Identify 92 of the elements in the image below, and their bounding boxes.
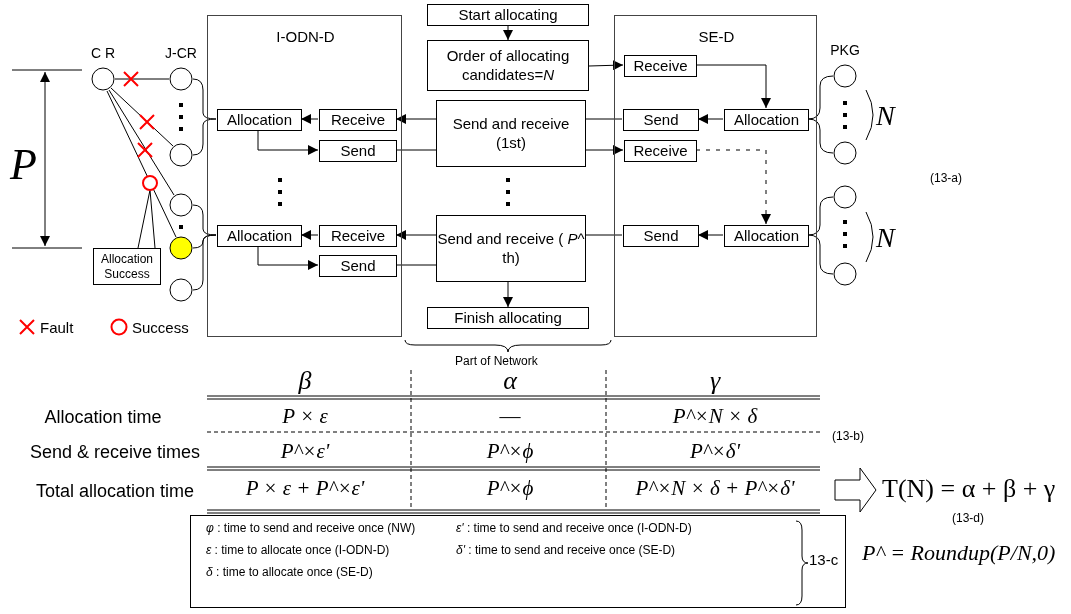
bracket-label: N [876, 222, 895, 255]
node-heading: J-CR [165, 45, 197, 62]
brace-connector [192, 234, 217, 291]
brace-connector [807, 234, 834, 275]
definition-text: ε' : time to send and receive once (I-ODN-D) [456, 522, 692, 536]
formula-value: P^×ε' [280, 439, 330, 464]
formula-value: P^×N × δ [672, 404, 758, 429]
node-circle [169, 278, 193, 302]
node-circle [169, 236, 193, 260]
process-box: Receive [319, 109, 397, 131]
arrow [503, 25, 513, 41]
panel-title: I-ODN-D [276, 28, 335, 46]
formula-value: P^×δ' [689, 439, 741, 464]
connector-line [395, 264, 437, 266]
row-label: Allocation time [44, 407, 162, 428]
arrow [300, 230, 319, 240]
callout-box: Allocation Success [93, 248, 161, 285]
node-heading: C R [90, 45, 116, 62]
row-label: Total allocation time [35, 481, 195, 502]
connector-line [106, 90, 177, 238]
arrow [395, 114, 437, 124]
equation-number: (13-a) [930, 172, 962, 186]
column-header: α [503, 366, 517, 396]
connector-line [114, 78, 170, 80]
arrow [588, 60, 624, 71]
connector-line [585, 118, 623, 120]
process-box: Receive [624, 55, 697, 77]
brace-connector [807, 118, 834, 154]
definition-text: δ' : time to send and receive once (SE-D) [456, 544, 676, 558]
device-panel [614, 15, 817, 337]
process-box: Allocation [724, 225, 809, 247]
arrow [257, 129, 319, 155]
formula: P^ = Roundup(P/N,0) [862, 540, 1056, 566]
equation-number: (13-d) [952, 512, 984, 526]
legend-label: Fault [40, 319, 74, 337]
brace-connector [192, 118, 217, 156]
row-label: Send & receive times [29, 442, 201, 463]
arrow [300, 114, 319, 124]
equation-number: (13-b) [832, 430, 864, 444]
bracket-label: N [876, 100, 895, 133]
panel-title: SE-D [698, 28, 735, 46]
arrow [697, 230, 724, 240]
node-circle [833, 262, 857, 286]
success-mark [142, 175, 158, 191]
arrow [585, 145, 624, 155]
arrow [695, 64, 771, 109]
formula: T(N) = α + β + γ [882, 474, 1056, 504]
arrow [695, 149, 771, 225]
process-box: Start allocating [427, 4, 589, 26]
process-box: Finish allocating [427, 307, 589, 329]
legend-label: Success [132, 319, 189, 337]
connector-line [108, 89, 175, 196]
column-header: β [298, 366, 312, 396]
process-box: Send and receive ( P^ th) [436, 215, 586, 282]
column-header: γ [709, 366, 721, 396]
arrow [395, 230, 437, 240]
process-box: Send [623, 109, 699, 131]
process-box: Send [319, 140, 397, 162]
definitions-box [190, 515, 846, 608]
definition-text: φ : time to send and receive once (NW) [206, 522, 416, 536]
process-box: Receive [319, 225, 397, 247]
node-heading: PKG [830, 42, 860, 59]
connector-line [395, 149, 437, 151]
node-circle [169, 143, 193, 167]
formula-value: P^×ϕ [486, 476, 534, 501]
leader-line [137, 189, 156, 249]
formula-value: P^×ϕ [486, 439, 534, 464]
formula-value: — [499, 404, 521, 429]
arrow [697, 114, 724, 124]
arrow [503, 281, 513, 308]
equation-number: 13-c [809, 551, 839, 569]
formula-value: P × ε [282, 404, 328, 429]
process-box: Order of allocating candidates=N [427, 40, 589, 91]
formula-value: P × ε + P^×ε' [245, 476, 365, 501]
node-circle [833, 185, 857, 209]
connector-line [585, 234, 623, 236]
process-box: Allocation [724, 109, 809, 131]
process-box: Send [623, 225, 699, 247]
device-panel [207, 15, 402, 337]
definition-text: ε : time to allocate once (I-ODN-D) [206, 544, 390, 558]
formula-value: P^×N × δ + P^×δ' [635, 476, 795, 501]
process-box: Send and receive (1st) [436, 100, 586, 167]
node-circle [833, 141, 857, 165]
node-circle [169, 193, 193, 217]
arrow [257, 245, 319, 270]
definition-text: δ : time to allocate once (SE-D) [206, 566, 373, 580]
process-box: Allocation [217, 225, 302, 247]
process-box: Allocation [217, 109, 302, 131]
process-box: Send [319, 255, 397, 277]
dimension-label: P [10, 140, 37, 191]
brace-label: Part of Network [455, 355, 538, 369]
process-box: Receive [624, 140, 697, 162]
